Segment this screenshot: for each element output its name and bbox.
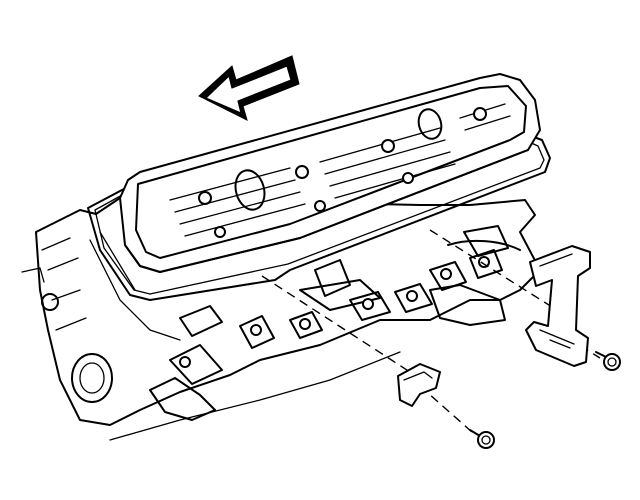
valve-cover — [119, 73, 541, 273]
port-2 — [314, 259, 351, 297]
spark-plugs — [169, 249, 503, 385]
front-pulley — [21, 267, 113, 403]
cylinder-head — [21, 197, 541, 441]
port-1 — [179, 305, 223, 337]
clip-bolt — [469, 429, 495, 449]
direction-arrow — [198, 55, 300, 121]
bracket-bolt-right — [595, 351, 621, 371]
center-clip — [397, 363, 441, 407]
port-3 — [463, 225, 509, 257]
right-bracket — [525, 245, 591, 367]
